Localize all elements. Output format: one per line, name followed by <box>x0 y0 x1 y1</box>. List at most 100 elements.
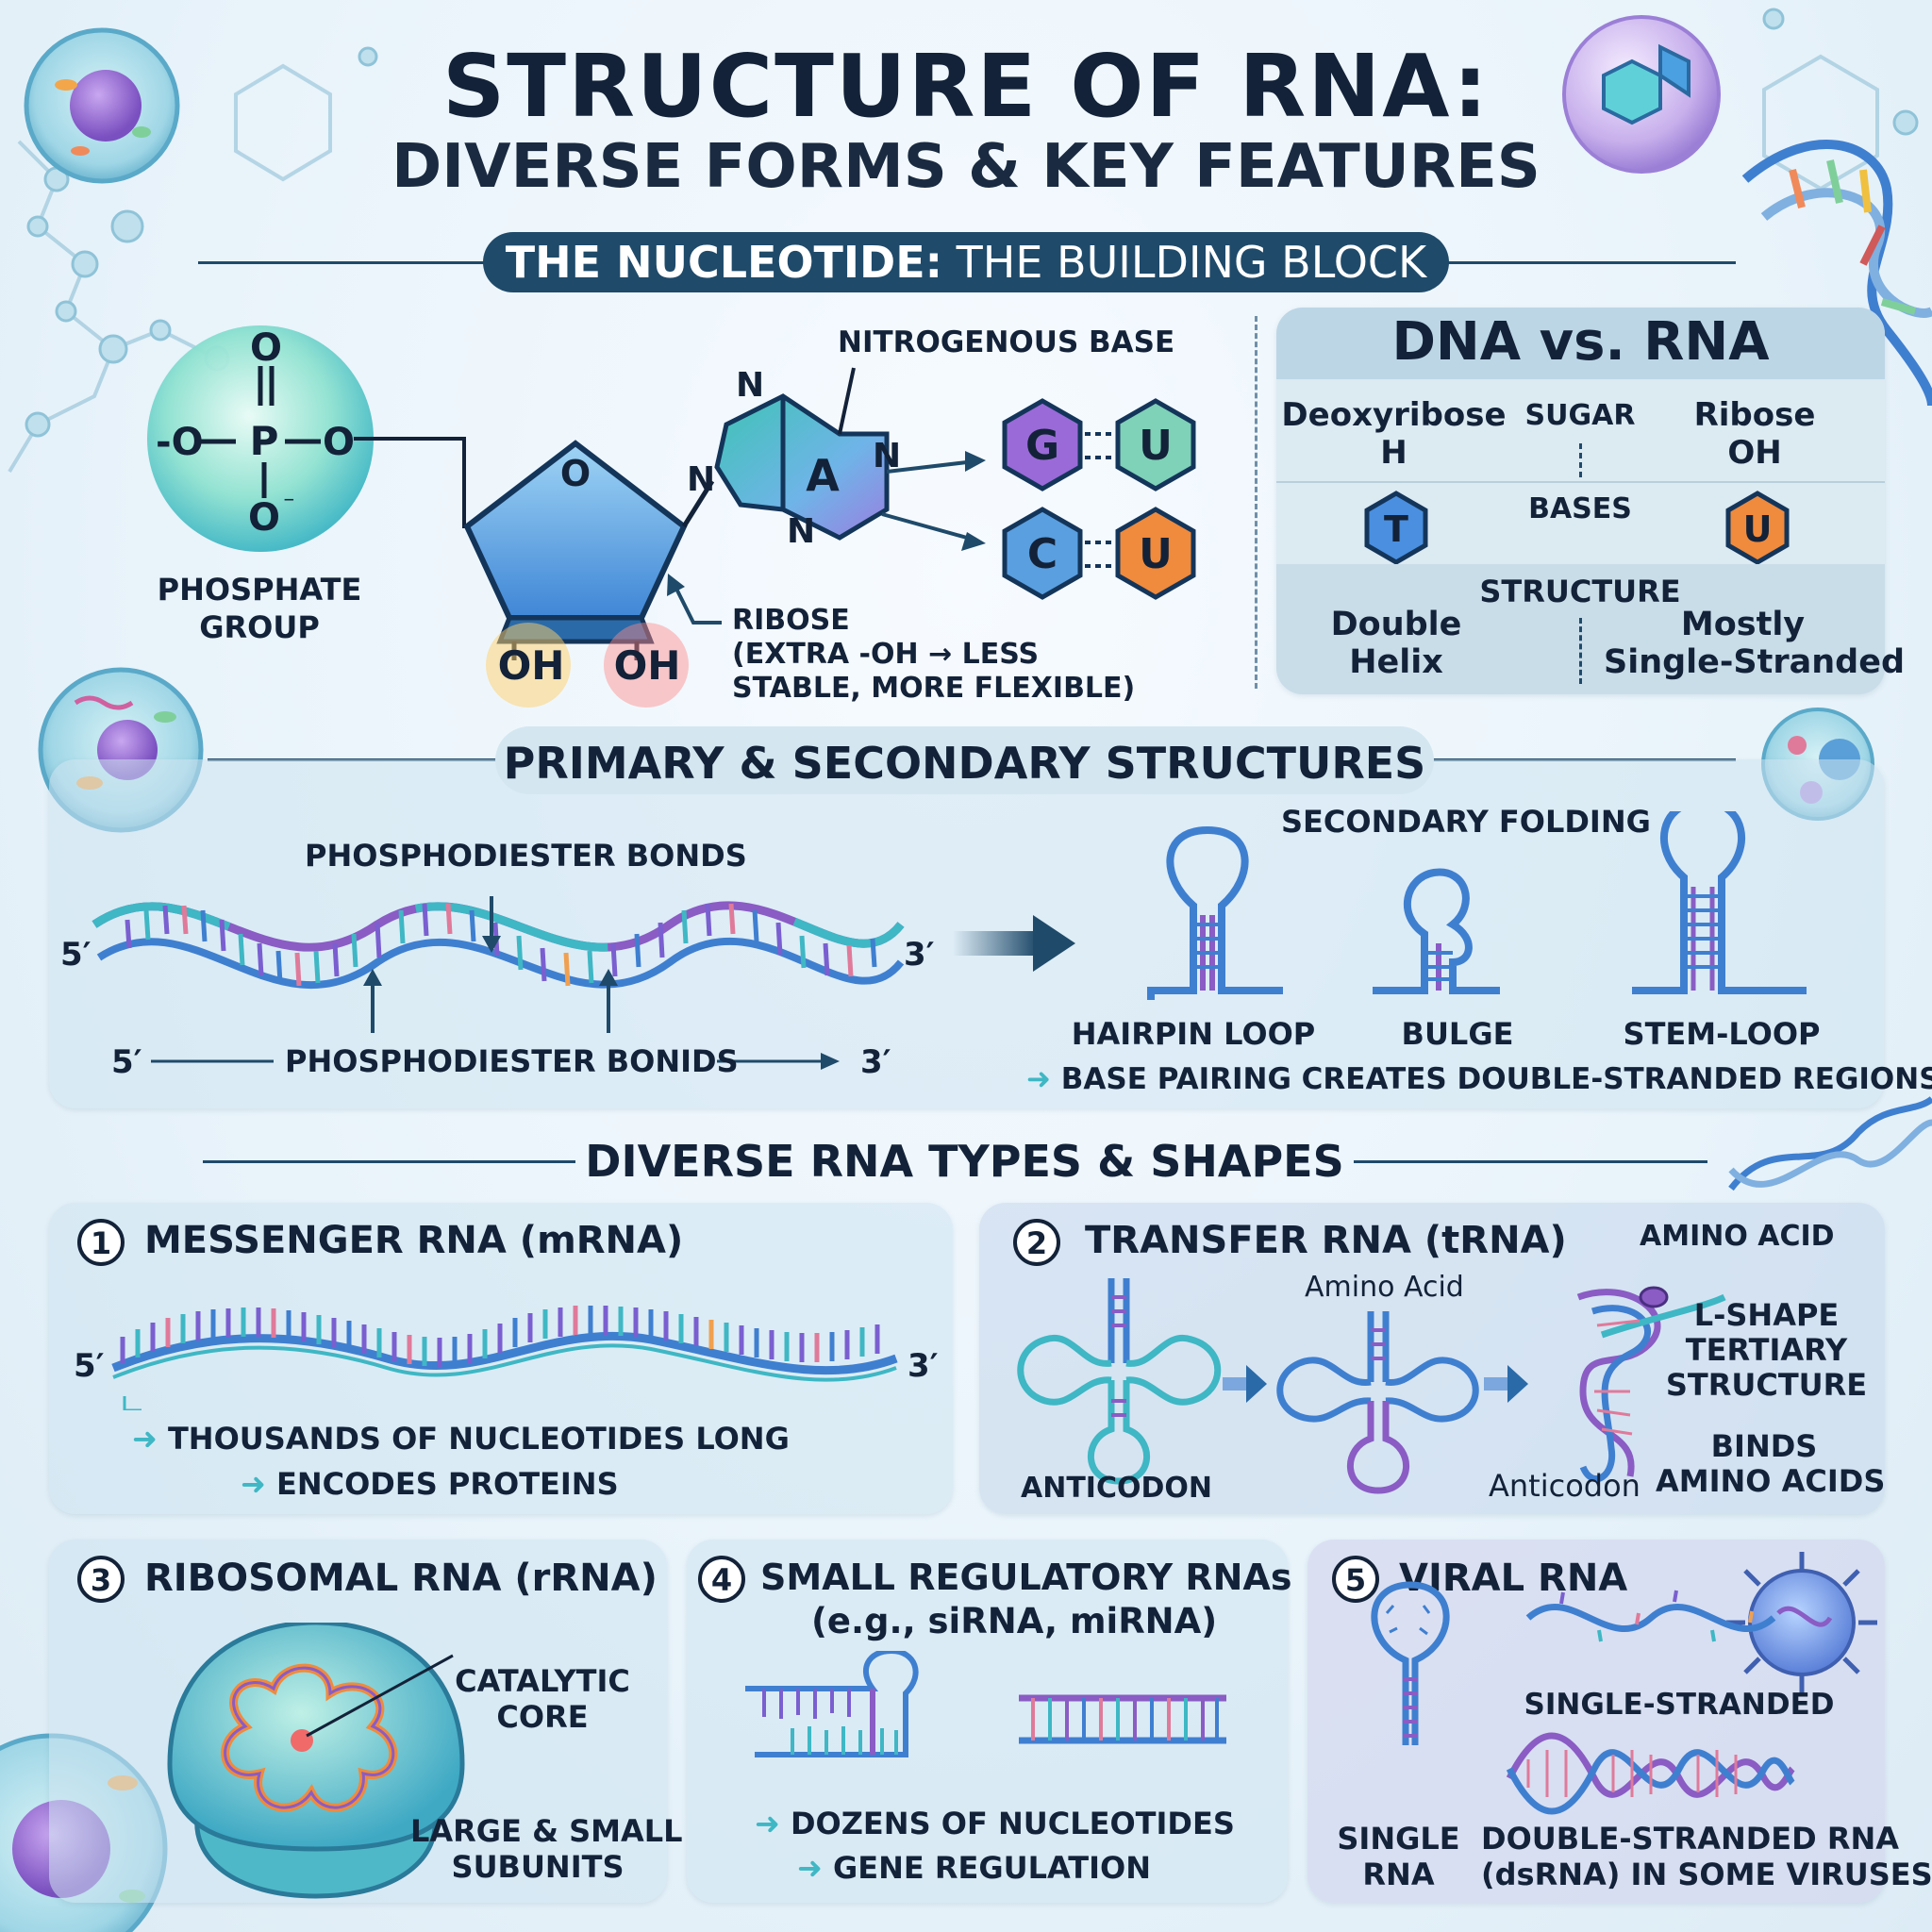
mrna-strand <box>111 1306 898 1410</box>
ring-oxygen: O <box>560 453 591 494</box>
viral-ss-label: SINGLE-STRANDED <box>1524 1688 1835 1722</box>
bases-header: BASES <box>1528 492 1632 525</box>
pair-1-left: G <box>1025 422 1059 470</box>
ribose-label: RIBOSE (EXTRA -OH → LESS STABLE, MORE FL… <box>732 604 1135 706</box>
types-banner-rule-left <box>203 1160 575 1163</box>
small-arrow-icon-1: ➜ <box>755 1806 791 1841</box>
oh-right: OH <box>614 642 681 689</box>
phosphate-minus: ⁻ <box>283 491 295 517</box>
small-rna-number-badge: 4 <box>698 1556 745 1603</box>
trna-anticodon-upper: ANTICODON <box>1021 1472 1212 1505</box>
trna-anticodon-label: Anticodon <box>1489 1468 1641 1504</box>
sirna-duplex <box>1019 1694 1226 1744</box>
hairpin-loop-shape <box>1147 825 1283 1000</box>
phosphate-o-top: O <box>250 326 282 370</box>
ribose-label-line-3: STABLE, MORE FLEXIBLE) <box>732 672 1136 705</box>
small-rna-note-2: ➜ GENE REGULATION <box>797 1850 1151 1886</box>
title-line-2: DIVERSE FORMS & KEY FEATURES <box>391 132 1541 202</box>
mrna-note-2-text: ENCODES PROTEINS <box>275 1466 619 1502</box>
nucleotide-banner-rest: THE BUILDING BLOCK <box>942 237 1427 288</box>
base-letter: A <box>806 450 840 501</box>
rna-sugar: Ribose OH <box>1641 396 1868 472</box>
nitrogenous-base <box>714 393 890 541</box>
trna-binds-line-1: BINDS <box>1710 1428 1818 1464</box>
ribosome-large-subunit <box>167 1623 465 1852</box>
oh-left: OH <box>498 642 565 689</box>
rrna-title: RIBOSOMAL RNA (rRNA) <box>144 1557 658 1600</box>
pair-2-right: U <box>1139 530 1173 578</box>
rrna-subunits-line-2: SUBUNITS <box>451 1849 625 1885</box>
mrna-note-1-text: THOUSANDS OF NUCLEOTIDES LONG <box>167 1421 790 1457</box>
rrna-core-line-1: CATALYTIC <box>455 1663 630 1699</box>
rna-structure-line-2: Single-Stranded <box>1604 643 1906 681</box>
dna-sugar: Deoxyribose H <box>1274 396 1514 472</box>
bonds-bottom-label: PHOSPHODIESTER BONIDS <box>285 1043 739 1079</box>
rna-sugar-name: Ribose <box>1693 396 1816 434</box>
dna-vs-rna-title: DNA vs. RNA <box>1391 311 1770 373</box>
nucleotide-banner <box>483 232 1449 292</box>
rrna-subunits-label: LARGE & SMALL SUBUNITS <box>410 1813 683 1885</box>
dna-rna-row-rule <box>1276 481 1885 483</box>
rna-sugar-group: OH <box>1727 434 1782 472</box>
phosphate-group-label: PHOSPHATE GROUP <box>142 571 377 646</box>
trna-amino-acid-upper: AMINO ACID <box>1640 1220 1835 1253</box>
trna-l-shape <box>1576 1286 1726 1482</box>
base-pairing-note: ➜ BASE PAIRING CREATES DOUBLE-STRANDED R… <box>1026 1062 1932 1096</box>
base-pairing-note-text: BASE PAIRING CREATES DOUBLE-STRANDED REG… <box>1060 1062 1932 1096</box>
base-pair-c-u: C U <box>1002 507 1196 600</box>
mrna-arrow-icon-1: ➜ <box>132 1421 168 1457</box>
rrna-number-badge: 3 <box>77 1556 125 1603</box>
base-compare-icons: T U <box>1364 491 1790 564</box>
title-line-1: STRUCTURE OF RNA: <box>442 36 1490 137</box>
dna-structure: Double Helix <box>1283 606 1509 681</box>
trna-panel <box>979 1203 1885 1514</box>
small-rna-note-2-text: GENE REGULATION <box>832 1850 1151 1886</box>
nucleotide-diagram: O P -O O O ⁻ O OH OH A N N N N <box>147 325 1196 708</box>
dna-sugar-name: Deoxyribose <box>1281 396 1507 434</box>
base-n-top: N <box>736 366 764 405</box>
stem-loop-shape <box>1632 811 1807 994</box>
viral-number: 5 <box>1345 1562 1366 1598</box>
mrna-arrow-icon-2: ➜ <box>241 1466 276 1502</box>
pair-2-left: C <box>1027 530 1058 578</box>
phosphate-o-right: O <box>323 421 355 464</box>
phosphate-label-line-2: GROUP <box>199 609 320 645</box>
trna-lshape-line-3: STRUCTURE <box>1665 1367 1868 1403</box>
flow-three-prime: 3′ <box>860 1043 891 1081</box>
bonds-top-label: PHOSPHODIESTER BONDS <box>305 838 747 874</box>
trna-lshape-line-1: L-SHAPE <box>1693 1297 1840 1333</box>
secondary-shapes <box>1147 811 1807 1000</box>
shape-label-stem-loop: STEM-LOOP <box>1623 1016 1821 1052</box>
rrna-core-label: CATALYTIC CORE <box>443 1663 641 1735</box>
small-rna-title: SMALL REGULATORY RNAs <box>760 1557 1292 1598</box>
base-n-left: N <box>687 460 715 499</box>
ribose-label-line-2: (EXTRA -OH → LESS <box>732 638 1040 671</box>
mrna-note-1: ➜ THOUSANDS OF NUCLEOTIDES LONG <box>132 1421 790 1457</box>
shape-label-bulge: BULGE <box>1401 1016 1514 1052</box>
small-rna-subtitle: (e.g., siRNA, miRNA) <box>811 1601 1218 1641</box>
trna-amino-acid-label: Amino Acid <box>1305 1271 1464 1304</box>
viral-single-rna-shape <box>1371 1581 1450 1745</box>
mrna-five-prime: 5′ <box>74 1347 105 1385</box>
primary-banner <box>495 726 1434 794</box>
flow-five-prime: 5′ <box>111 1043 142 1081</box>
nucleotide-banner-text: THE NUCLEOTIDE: THE BUILDING BLOCK <box>483 237 1449 288</box>
secondary-folding-title: SECONDARY FOLDING <box>1281 804 1651 840</box>
phosphate-label-line-1: PHOSPHATE <box>157 572 362 608</box>
viral-single-line-1: SINGLE <box>1337 1821 1460 1857</box>
mirna-hairpin <box>745 1651 919 1757</box>
sugar-dash <box>1579 443 1582 477</box>
rrna-subunits-line-1: LARGE & SMALL <box>410 1813 683 1849</box>
primary-three-prime: 3′ <box>904 936 935 974</box>
viral-ds-line-2: (dsRNA) IN SOME VIRUSES <box>1481 1857 1932 1892</box>
rna-base-u: U <box>1743 508 1773 550</box>
primary-base-ticks <box>125 903 877 987</box>
trna-diagram <box>1017 1278 1726 1494</box>
mrna-title: MESSENGER RNA (mRNA) <box>144 1219 684 1262</box>
mrna-number: 1 <box>91 1225 111 1261</box>
dna-base-t: T <box>1384 508 1408 550</box>
structure-dash <box>1579 618 1582 684</box>
small-rna-note-1: ➜ DOZENS OF NUCLEOTIDES <box>755 1806 1235 1841</box>
nitrogenous-base-label: NITROGENOUS BASE <box>838 325 1175 359</box>
rrna-number: 3 <box>91 1562 111 1598</box>
